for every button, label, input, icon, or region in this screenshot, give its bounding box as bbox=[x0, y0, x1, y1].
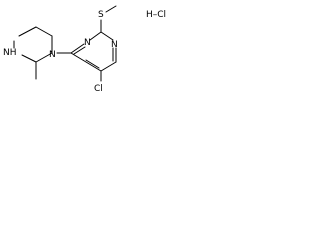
bond bbox=[70, 43, 85, 54]
piperazine-nh-label: NH bbox=[3, 48, 17, 58]
bond bbox=[35, 26, 53, 37]
pyrimidine-n-top-label: N bbox=[84, 38, 91, 48]
bond bbox=[89, 31, 102, 41]
bond bbox=[70, 52, 102, 72]
molecule-structure: NH N N N S Cl H–Cl bbox=[3, 5, 166, 94]
chloro-label: Cl bbox=[94, 84, 103, 94]
piperazine-n-label: N bbox=[49, 50, 56, 60]
hcl-salt-label: H–Cl bbox=[146, 10, 166, 20]
bond bbox=[100, 31, 114, 41]
bond bbox=[105, 5, 117, 13]
thioether-s-label: S bbox=[98, 10, 104, 20]
bond bbox=[73, 46, 86, 55]
bond bbox=[21, 54, 37, 63]
bond bbox=[100, 61, 117, 72]
bond bbox=[18, 26, 37, 37]
pyrimidine-n-right-label: N bbox=[111, 40, 118, 50]
bond bbox=[85, 59, 100, 69]
bond bbox=[35, 52, 53, 63]
